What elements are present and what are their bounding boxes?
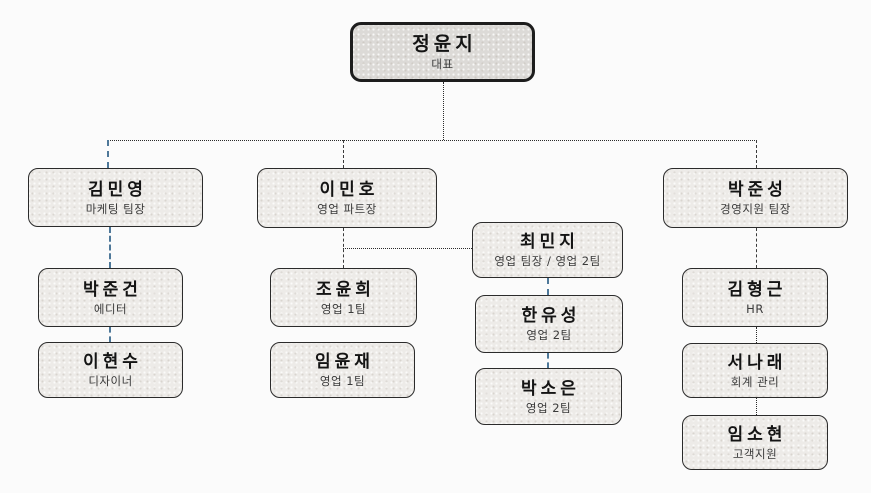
org-node-sales2-hanyuseong[interactable]: 한유성 영업 2팀 (475, 295, 623, 353)
org-node-sales-part-lead[interactable]: 이민호 영업 파트장 (257, 168, 437, 228)
node-name: 조윤희 (316, 279, 375, 300)
connector-drop-mgmt (756, 140, 757, 168)
connector-parkjunseong-to-kimhyeonggeun (756, 228, 757, 268)
node-name: 이민호 (319, 180, 379, 200)
org-node-editor[interactable]: 박준건 에디터 (38, 268, 183, 327)
org-node-mgmt-support-lead[interactable]: 박준성 경영지원 팀장 (663, 168, 848, 228)
node-role: 영업 1팀 (319, 374, 366, 388)
connector-drop-marketing (107, 140, 109, 168)
node-name: 김형근 (727, 279, 787, 300)
connector-ceo-trunk (443, 82, 444, 140)
org-node-designer[interactable]: 이현수 디자이너 (38, 342, 183, 398)
node-role: 에디터 (93, 301, 128, 316)
org-node-ceo[interactable]: 정윤지 대표 (350, 22, 535, 82)
node-name: 정윤지 (412, 33, 477, 55)
org-node-sales2-parksoeun[interactable]: 박소은 영업 2팀 (475, 368, 622, 425)
node-role: 영업 1팀 (320, 301, 367, 316)
org-node-customer-support[interactable]: 임소현 고객지원 (682, 415, 828, 470)
node-name: 최민지 (520, 232, 579, 252)
org-node-sales1-joyunhui[interactable]: 조윤희 영업 1팀 (270, 268, 417, 327)
connector-kim-to-parkjungeon (109, 227, 111, 268)
node-role: 경영지원 팀장 (720, 202, 791, 216)
node-role: 영업 파트장 (317, 202, 377, 216)
org-node-sales1-limyunjae[interactable]: 임윤재 영업 1팀 (270, 342, 415, 398)
node-name: 한유성 (521, 306, 581, 326)
node-name: 서나래 (727, 352, 787, 373)
node-role: HR (746, 301, 764, 316)
org-node-marketing-lead[interactable]: 김민영 마케팅 팀장 (28, 168, 203, 227)
node-role: 영업 2팀 (525, 400, 572, 415)
node-name: 임윤재 (315, 352, 374, 372)
connector-distributor (108, 140, 757, 141)
connector-drop-sales (343, 140, 344, 168)
connector-choiminji-to-hanyuseong (547, 278, 549, 295)
node-name: 김민영 (88, 179, 147, 200)
org-node-accounting[interactable]: 서나래 회계 관리 (682, 343, 828, 398)
node-role: 영업 2팀 (526, 328, 572, 342)
node-role: 디자이너 (88, 374, 133, 388)
node-role: 회계 관리 (730, 374, 780, 389)
node-name: 박소은 (521, 378, 580, 399)
node-name: 박준건 (83, 279, 142, 300)
org-node-sales-team-lead[interactable]: 최민지 영업 팀장 / 영업 2팀 (472, 222, 623, 278)
connector-hanyuseong-to-parksoeun (547, 353, 549, 368)
connector-seonarae-to-limsohyeon (756, 398, 757, 415)
node-name: 이현수 (83, 352, 142, 372)
org-node-hr[interactable]: 김형근 HR (682, 268, 828, 327)
node-role: 대표 (431, 57, 454, 71)
connector-parkjungeon-to-leehyunsu (109, 327, 111, 342)
node-name: 임소현 (727, 424, 787, 445)
node-role: 영업 팀장 / 영업 2팀 (494, 254, 601, 268)
connector-branch-to-choiminji (343, 248, 472, 249)
node-role: 고객지원 (732, 446, 778, 461)
connector-kimhyeonggeun-to-seonarae (756, 327, 757, 343)
node-name: 박준성 (728, 180, 787, 200)
node-role: 마케팅 팀장 (85, 201, 146, 216)
